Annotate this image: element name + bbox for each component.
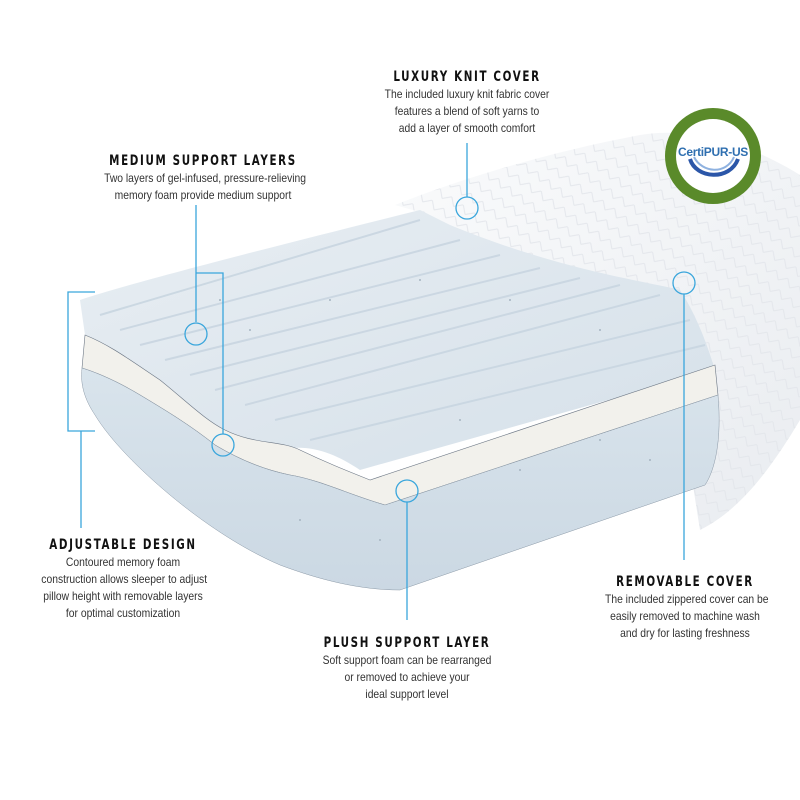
certipur-us-badge: CertiPUR-US <box>665 108 761 204</box>
callout-desc-line: The included luxury knit fabric cover <box>384 87 550 101</box>
callout-title: PLUSH SUPPORT LAYER <box>323 635 491 651</box>
callout-luxury-knit-cover: LUXURY KNIT COVER The included luxury kn… <box>366 68 568 137</box>
callout-medium-support-layers: MEDIUM SUPPORT LAYERS Two layers of gel-… <box>88 152 318 204</box>
callout-desc-line: Two layers of gel-infused, pressure-reli… <box>104 171 307 185</box>
callout-desc-line: for optimal customization <box>65 606 181 620</box>
badge-label: CertiPUR-US <box>677 145 749 159</box>
callout-desc-line: ideal support level <box>365 687 449 701</box>
callout-desc-line: Contoured memory foam <box>65 555 181 569</box>
callout-desc-line: pillow height with removable layers <box>43 589 203 603</box>
callout-desc-line: easily removed to machine wash <box>610 609 760 623</box>
foam-layers <box>80 210 720 591</box>
callout-desc-line: The included zippered cover can be <box>605 592 769 606</box>
callout-desc-line: and dry for lasting freshness <box>620 626 750 640</box>
swoosh-icon <box>688 156 740 177</box>
callout-title: MEDIUM SUPPORT LAYERS <box>109 153 297 169</box>
callout-desc-line: memory foam provide medium support <box>114 188 292 202</box>
callout-desc-line: Soft support foam can be rearranged <box>322 653 492 667</box>
callout-desc-line: add a layer of smooth comfort <box>398 121 536 135</box>
callout-title: ADJUSTABLE DESIGN <box>49 537 197 553</box>
callout-desc-line: construction allows sleeper to adjust <box>41 572 208 586</box>
callout-lines <box>67 143 696 620</box>
callout-removable-cover: REMOVABLE COVER The included zippered co… <box>592 573 778 642</box>
callout-desc-line: features a blend of soft yarns to <box>394 104 540 118</box>
callout-title: LUXURY KNIT COVER <box>393 69 541 85</box>
callout-title: REMOVABLE COVER <box>616 574 754 590</box>
certipur-us-logo-icon: CertiPUR-US <box>676 119 750 193</box>
callout-plush-support-layer: PLUSH SUPPORT LAYER Soft support foam ca… <box>300 634 514 703</box>
callout-adjustable-design: ADJUSTABLE DESIGN Contoured memory foam … <box>28 536 218 622</box>
callout-desc-line: or removed to achieve your <box>344 670 470 684</box>
